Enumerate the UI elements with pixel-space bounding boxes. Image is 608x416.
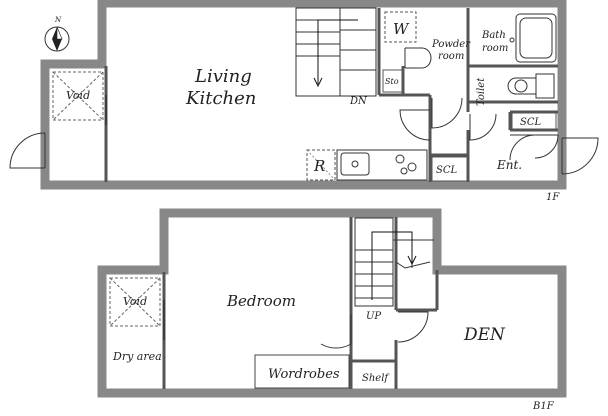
refrigerator-icon: R	[306, 149, 336, 181]
toilet-icon	[507, 73, 555, 99]
shoe-closet-1-label: SCL	[520, 117, 542, 128]
floor-1f: Void N Living Kitchen	[9, 0, 599, 203]
bath-label-line2: room	[482, 43, 508, 54]
compass-north-label: N	[54, 16, 62, 24]
dry-area-label: Dry area	[112, 350, 162, 363]
living-label-line1: Living	[194, 66, 252, 87]
powder-label-line2: room	[438, 51, 464, 62]
wardrobes-box	[254, 354, 350, 389]
walls-1f-outer	[40, 0, 567, 190]
storage-1f-box	[382, 69, 403, 93]
interior-doors-1f	[399, 97, 559, 161]
bath-label-line1: Bath	[481, 30, 506, 41]
void-1f: Void	[52, 71, 104, 121]
door-entrance-1f	[561, 137, 599, 175]
storage-label: Sto	[385, 77, 399, 86]
stairs-b1f	[354, 217, 434, 307]
washer-icon: W	[384, 11, 417, 43]
washer-label: W	[393, 20, 410, 38]
compass-icon: N	[44, 16, 70, 52]
powder-basin-icon	[404, 47, 432, 69]
bathtub-icon	[509, 13, 557, 63]
floor-1f-label: 1F	[546, 192, 560, 203]
void-b1f: Void	[109, 277, 161, 327]
toilet-label: Toilet	[476, 77, 487, 106]
stairs-up-label: UP	[366, 311, 381, 322]
walls-b1f-interior	[162, 217, 439, 389]
void-1f-label: Void	[66, 89, 90, 102]
wardrobes-label: Wordrobes	[268, 367, 340, 382]
kitchen-counter	[336, 149, 428, 181]
stairs-down-label: DN	[349, 96, 368, 107]
bedroom-label: Bedroom	[226, 292, 296, 310]
shoe-closet-2-label: SCL	[436, 165, 458, 176]
door-left-1f	[9, 132, 46, 169]
walls-1f-interior	[104, 8, 558, 182]
shelf-label: Shelf	[362, 373, 390, 384]
floor-b1f-label: B1F	[532, 401, 555, 412]
powder-label-line1: Powder	[431, 39, 471, 50]
shoe-closet-2-box	[431, 156, 468, 182]
interior-doors-b1f	[320, 311, 429, 349]
floor-b1f: Void Dry area Bedroom Wordrobes Shelf UP	[97, 208, 567, 412]
refrigerator-label: R	[313, 157, 325, 175]
stairs-1f	[295, 7, 377, 97]
entrance-label: Ent.	[496, 158, 522, 172]
shoe-closet-1-box	[511, 112, 557, 130]
void-b1f-label: Void	[123, 295, 147, 308]
living-label-line2: Kitchen	[185, 88, 256, 109]
den-label: DEN	[463, 325, 506, 345]
walls-b1f-outer	[97, 208, 567, 398]
